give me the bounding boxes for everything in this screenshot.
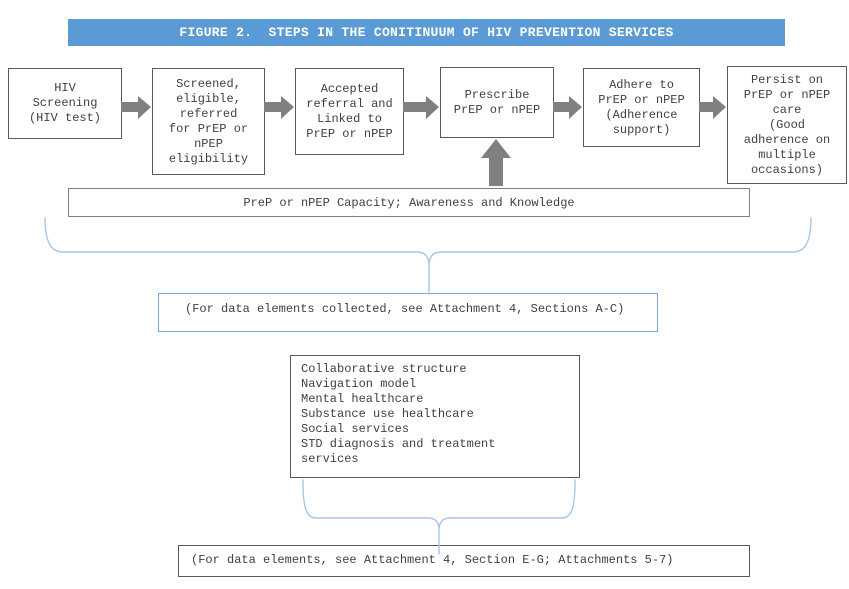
right-block-arrow-icon [121,96,151,119]
note-b-text: (For data elements, see Attachment 4, Se… [191,553,674,567]
flow-step-accepted-referral: Accepted referral and Linked to PrEP or … [295,68,404,155]
service-item: Collaborative structure [301,362,467,376]
right-block-arrow-icon [553,96,582,119]
flow-step-prescribe: Prescribe PrEP or nPEP [440,67,554,138]
service-item: Mental healthcare [301,392,424,406]
support-services-box: Collaborative structure Navigation model… [290,355,580,478]
note-a-text: (For data elements collected, see Attach… [185,302,625,316]
service-item: Substance use healthcare [301,407,474,421]
flow-step-label: HIV Screening (HIV test) [28,81,101,125]
up-block-arrow-icon [481,139,511,186]
figure-title-bar: FIGURE 2. STEPS IN THE CONITINUUM OF HIV… [68,19,785,46]
capacity-awareness-label: PreP or nPEP Capacity; Awareness and Kno… [243,195,575,210]
flow-step-adhere: Adhere to PrEP or nPEP (Adherence suppor… [583,68,700,147]
flow-step-label: Persist on PrEP or nPEP care (Good adher… [743,72,831,177]
curly-brace-lower-icon [302,479,576,555]
flow-step-persist: Persist on PrEP or nPEP care (Good adher… [727,66,847,184]
service-item: Navigation model [301,377,417,391]
right-block-arrow-icon [403,96,439,119]
data-elements-note-a: (For data elements collected, see Attach… [158,293,658,332]
flow-step-label: Prescribe PrEP or nPEP [453,87,541,117]
flow-step-screened-eligible: Screened, eligible, referred for PrEP or… [152,68,265,175]
data-elements-note-b: (For data elements, see Attachment 4, Se… [178,545,750,577]
service-item: STD diagnosis and treatment services [301,437,496,466]
curly-brace-upper-icon [44,217,812,295]
flow-step-label: Adhere to PrEP or nPEP (Adherence suppor… [598,77,685,137]
flow-step-label: Screened, eligible, referred for PrEP or… [168,76,249,166]
right-block-arrow-icon [699,96,726,119]
right-block-arrow-icon [264,96,294,119]
capacity-awareness-box: PreP or nPEP Capacity; Awareness and Kno… [68,188,750,217]
flow-step-label: Accepted referral and Linked to PrEP or … [306,81,393,141]
flow-step-hiv-screening: HIV Screening (HIV test) [8,68,122,139]
service-item: Social services [301,422,410,436]
